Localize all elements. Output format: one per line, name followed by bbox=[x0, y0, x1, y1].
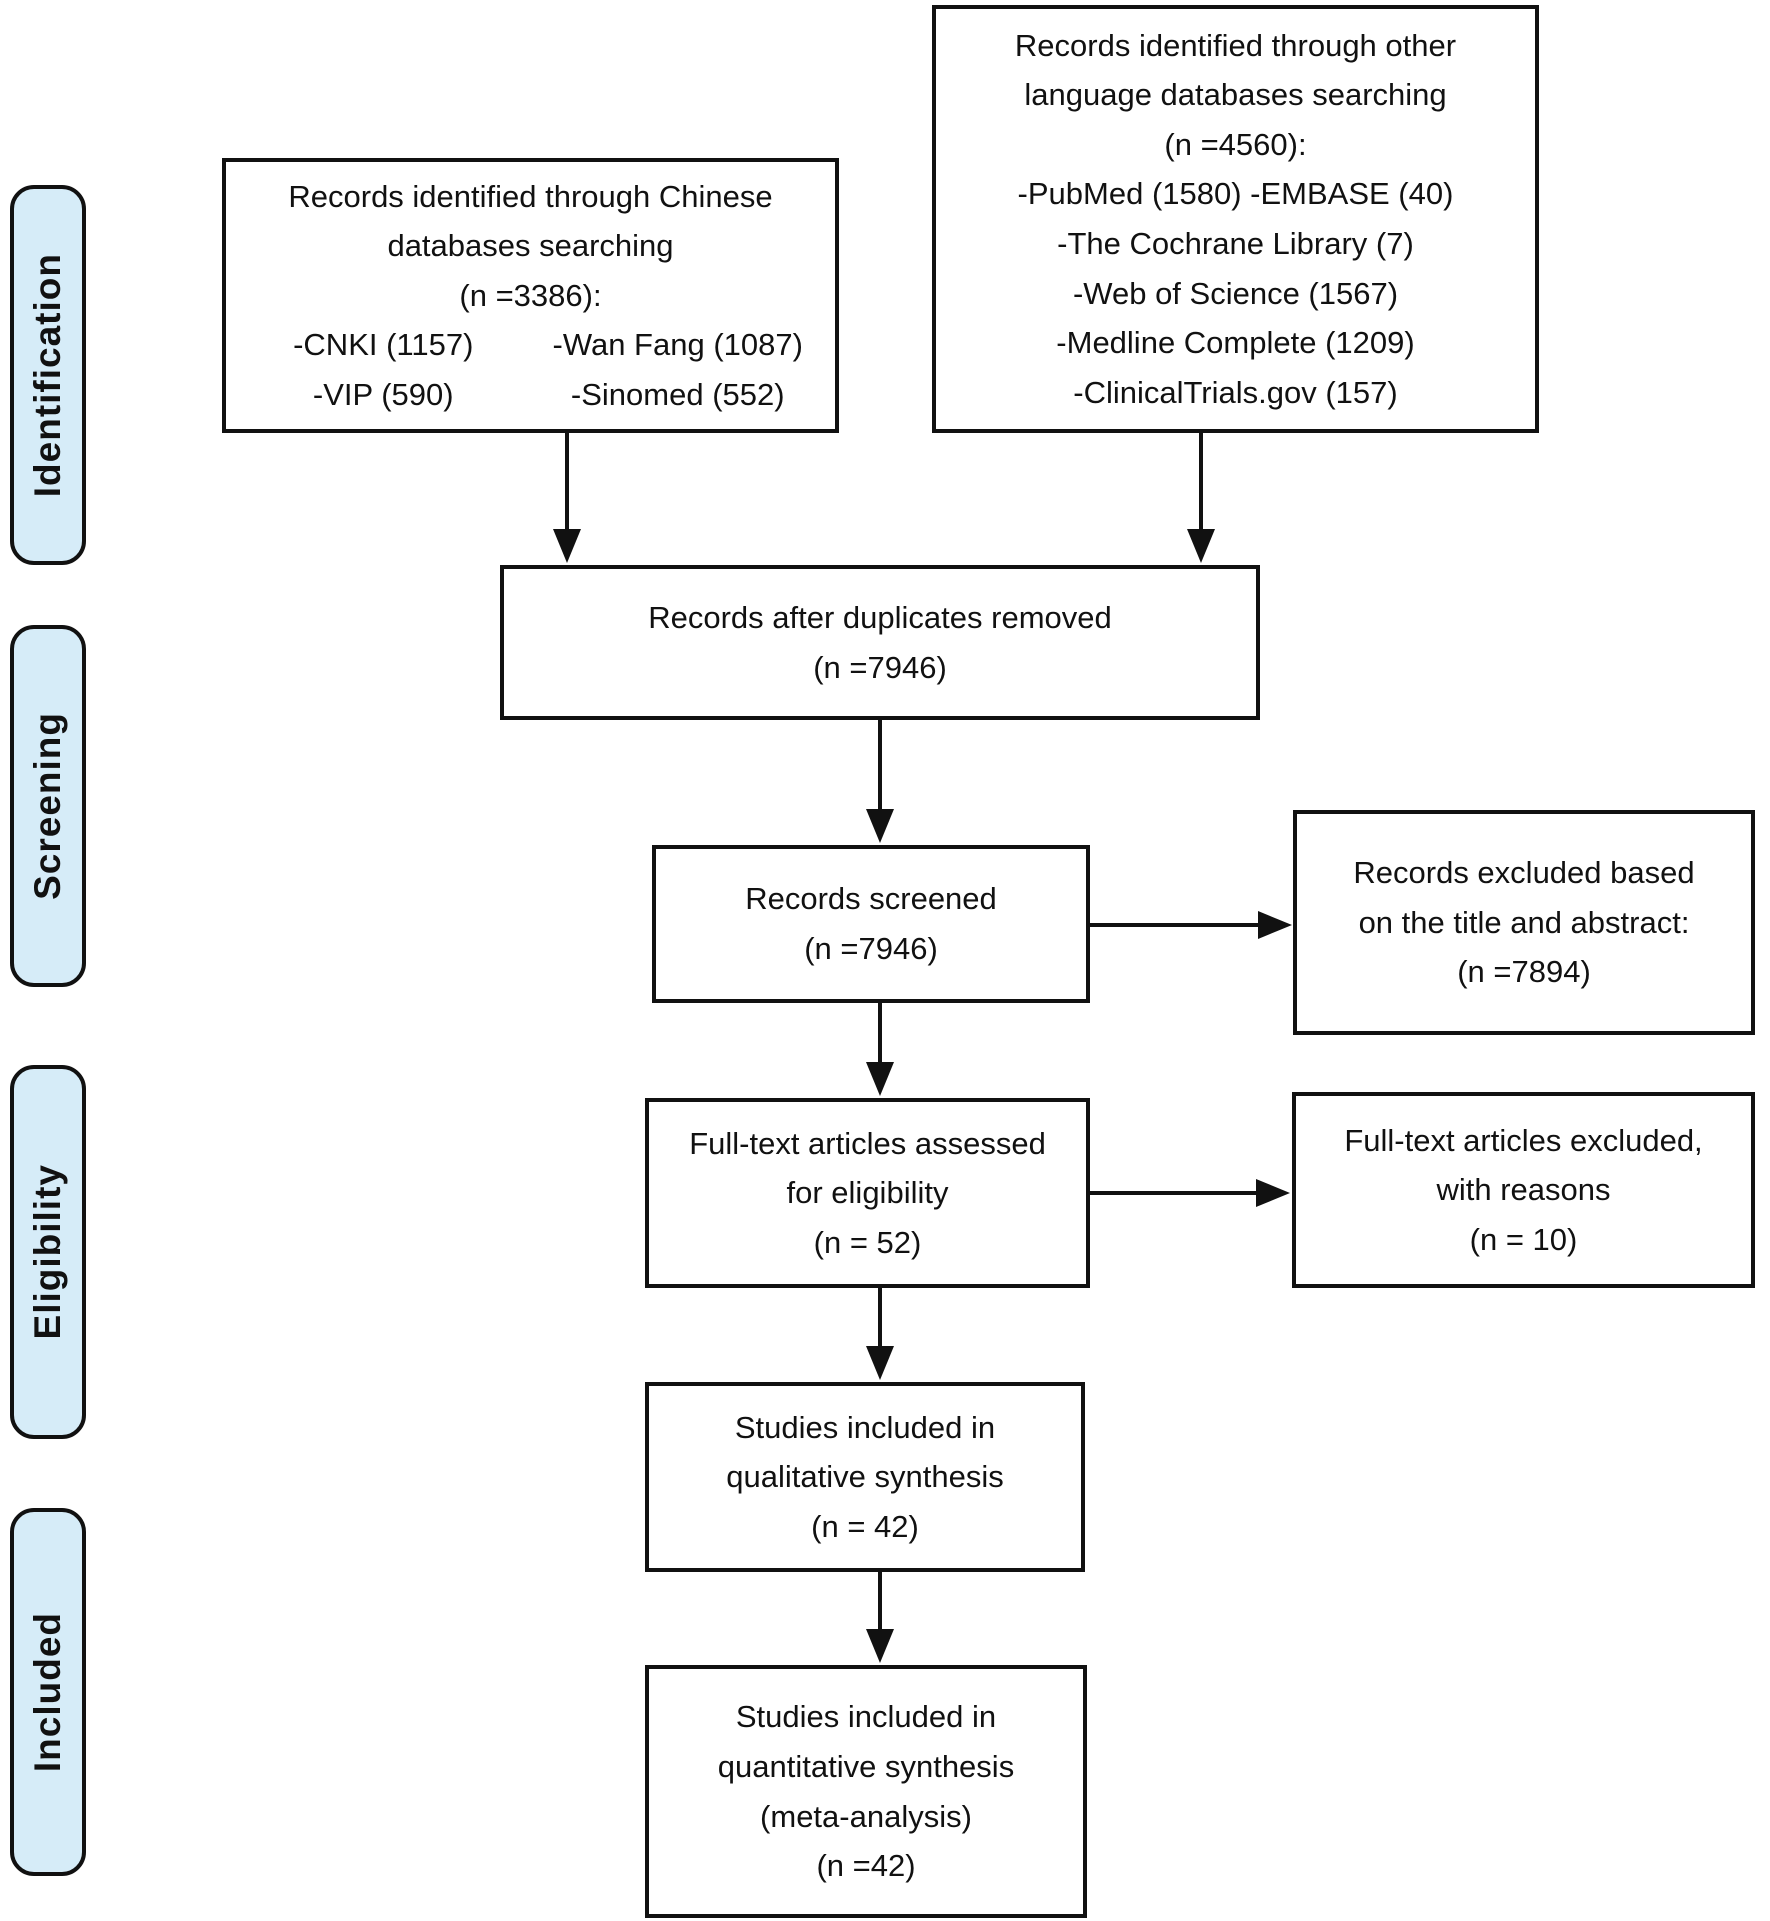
arrow-line bbox=[878, 1003, 882, 1068]
box-fulltext-excluded: Full-text articles excluded, with reason… bbox=[1292, 1092, 1755, 1288]
box-text-line: (meta-analysis) bbox=[760, 1798, 972, 1834]
box-text-line: Records identified through Chinese bbox=[288, 178, 773, 214]
arrow-head bbox=[866, 1629, 894, 1663]
arrow-head bbox=[1258, 911, 1292, 939]
arrow-head bbox=[866, 1062, 894, 1096]
box-text-line: -ClinicalTrials.gov (157) bbox=[1073, 374, 1398, 410]
box-text-line: -The Cochrane Library (7) bbox=[1057, 226, 1414, 261]
box-records-excluded-title-abstract: Records excluded based on the title and … bbox=[1293, 810, 1755, 1035]
box-text-line: -Medline Complete (1209) bbox=[1056, 325, 1415, 361]
box-text-line: Records screened bbox=[745, 881, 997, 917]
arrow-head bbox=[866, 1346, 894, 1380]
box-text-line: (n =7946) bbox=[813, 649, 947, 685]
box-text-row: -CNKI (1157) -Wan Fang (1087) bbox=[236, 320, 825, 370]
stage-label-eligibility: Eligibility bbox=[10, 1065, 86, 1439]
box-text-cell: -CNKI (1157) bbox=[293, 327, 474, 363]
box-text-line: qualitative synthesis bbox=[726, 1459, 1004, 1495]
box-text-line: (n =3386): bbox=[459, 277, 602, 313]
box-text-line: Records excluded based bbox=[1353, 855, 1695, 891]
box-text-line: Studies included in bbox=[735, 1699, 997, 1735]
stage-label-text: Included bbox=[27, 1611, 68, 1773]
stage-label-identification: Identification bbox=[10, 185, 86, 565]
box-text-line: (n =7946) bbox=[804, 931, 938, 966]
box-duplicates-removed: Records after duplicates removed (n =794… bbox=[500, 565, 1260, 720]
stage-label-text: Screening bbox=[27, 712, 68, 900]
box-text-line: (n =7894) bbox=[1457, 954, 1591, 990]
arrow-line bbox=[878, 1288, 882, 1350]
box-text-line: language databases searching bbox=[1024, 77, 1447, 113]
stage-label-included: Included bbox=[10, 1508, 86, 1876]
stage-label-text: Identification bbox=[27, 252, 68, 498]
box-text-line: (n = 52) bbox=[813, 1224, 922, 1260]
box-text-line: on the title and abstract: bbox=[1358, 904, 1690, 940]
arrow-line bbox=[878, 1572, 882, 1634]
arrow-line bbox=[565, 433, 569, 533]
box-text-line: quantitative synthesis bbox=[717, 1748, 1015, 1784]
stage-label-text: Eligibility bbox=[27, 1164, 68, 1340]
box-text-line: Full-text articles assessed bbox=[689, 1125, 1046, 1161]
box-records-screened: Records screened (n =7946) bbox=[652, 845, 1090, 1003]
box-text-line: Records identified through other bbox=[1014, 27, 1457, 63]
box-records-other-databases: Records identified through other languag… bbox=[932, 5, 1539, 433]
arrow-line bbox=[1199, 433, 1203, 533]
box-text-line: -Web of Science (1567) bbox=[1072, 275, 1399, 311]
box-text-line: -PubMed (1580) -EMBASE (40) bbox=[1017, 176, 1454, 212]
arrow-line bbox=[878, 720, 882, 815]
box-text-line: with reasons bbox=[1436, 1172, 1611, 1208]
box-records-chinese-databases: Records identified through Chinese datab… bbox=[222, 158, 839, 433]
box-text-cell: -Sinomed (552) bbox=[570, 376, 785, 412]
box-text-line: Records after duplicates removed bbox=[648, 599, 1112, 635]
box-text-row: -VIP (590) -Sinomed (552) bbox=[236, 370, 825, 420]
arrow-head bbox=[1187, 529, 1215, 563]
box-text-line: (n =42) bbox=[816, 1848, 916, 1884]
box-qualitative-synthesis: Studies included in qualitative synthesi… bbox=[645, 1382, 1085, 1572]
box-text-cell: -VIP (590) bbox=[312, 376, 454, 412]
stage-label-screening: Screening bbox=[10, 625, 86, 987]
box-text-line: (n = 10) bbox=[1469, 1221, 1578, 1257]
box-text-line: Full-text articles excluded, bbox=[1344, 1122, 1703, 1158]
box-text-cell: -Wan Fang (1087) bbox=[552, 327, 803, 363]
arrow-head bbox=[553, 529, 581, 563]
arrow-head bbox=[1256, 1179, 1290, 1207]
box-quantitative-synthesis: Studies included in quantitative synthes… bbox=[645, 1665, 1087, 1918]
box-text-line: for eligibility bbox=[786, 1175, 949, 1211]
box-text-line: (n = 42) bbox=[811, 1508, 919, 1544]
box-fulltext-assessed: Full-text articles assessed for eligibil… bbox=[645, 1098, 1090, 1288]
box-text-line: databases searching bbox=[387, 228, 674, 264]
arrow-head bbox=[866, 809, 894, 843]
box-text-line: (n =4560): bbox=[1164, 126, 1307, 162]
arrow-line bbox=[1090, 1191, 1260, 1195]
arrow-line bbox=[1090, 923, 1262, 927]
box-text-line: Studies included in bbox=[734, 1409, 996, 1445]
